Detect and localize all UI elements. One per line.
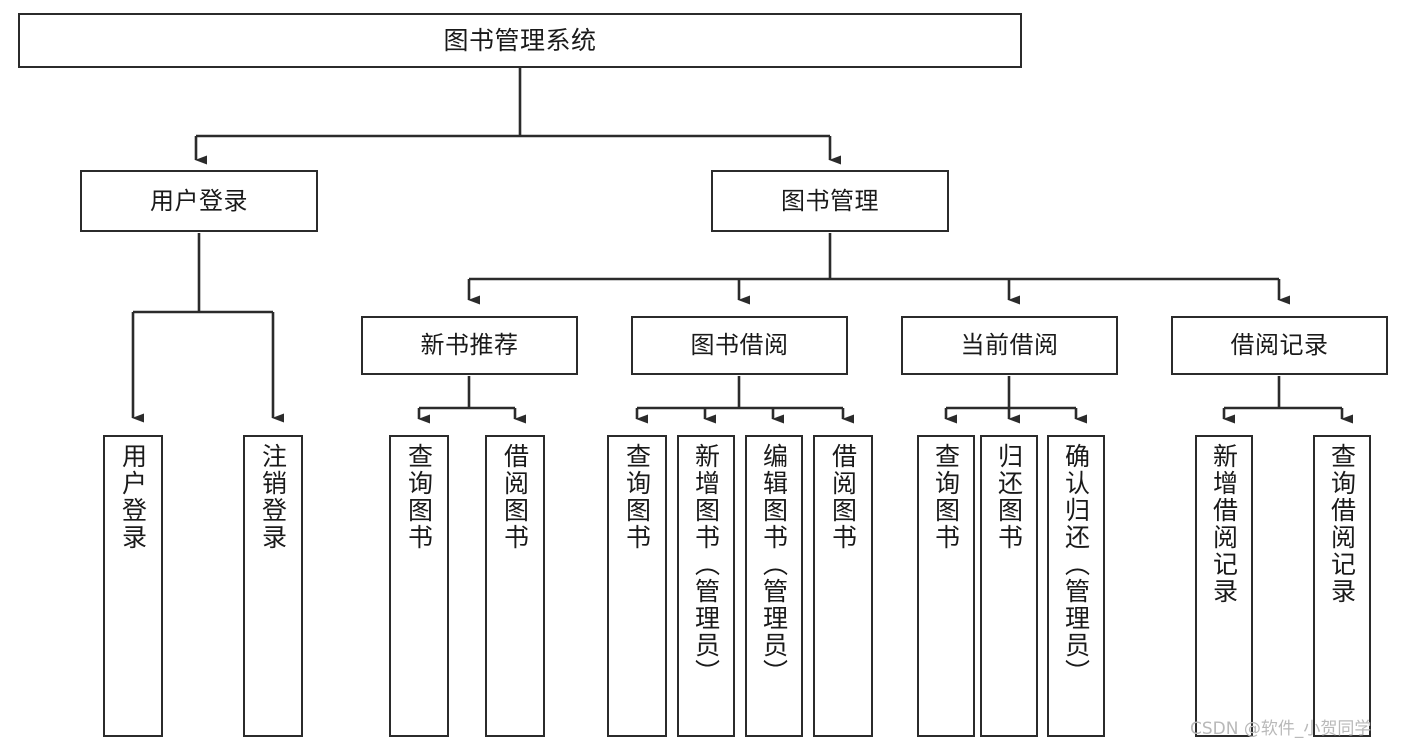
node-label: 借阅图书 bbox=[500, 443, 530, 551]
node-label: 新增图书（管理员） bbox=[691, 443, 721, 686]
node-label: 用户登录 bbox=[150, 186, 248, 215]
leaf-borrow-record-query-record[interactable]: 查询借阅记录 bbox=[1313, 435, 1371, 737]
leaf-borrow-record-add-record[interactable]: 新增借阅记录 bbox=[1195, 435, 1253, 737]
node-label: 借阅图书 bbox=[828, 443, 858, 551]
node-label: 查询借阅记录 bbox=[1327, 443, 1357, 605]
node-label: 注销登录 bbox=[258, 443, 288, 551]
node-label: 查询图书 bbox=[404, 443, 434, 551]
leaf-new-book-query-books[interactable]: 查询图书 bbox=[389, 435, 449, 737]
leaf-book-borrow-borrow-books[interactable]: 借阅图书 bbox=[813, 435, 873, 737]
node-label: 图书借阅 bbox=[690, 331, 789, 360]
node-label: 图书管理 bbox=[781, 186, 879, 215]
node-new-book-recommendation[interactable]: 新书推荐 bbox=[361, 316, 578, 375]
node-user-login[interactable]: 用户登录 bbox=[80, 170, 318, 232]
node-label: 编辑图书（管理员） bbox=[759, 443, 789, 686]
node-book-borrow[interactable]: 图书借阅 bbox=[631, 316, 848, 375]
leaf-current-borrow-confirm-return-admin[interactable]: 确认归还（管理员） bbox=[1047, 435, 1105, 737]
leaf-current-borrow-return-books[interactable]: 归还图书 bbox=[980, 435, 1038, 737]
node-label: 归还图书 bbox=[994, 443, 1024, 551]
leaf-user-login-logout[interactable]: 注销登录 bbox=[243, 435, 303, 737]
leaf-book-borrow-add-book-admin[interactable]: 新增图书（管理员） bbox=[677, 435, 735, 737]
node-label: 用户登录 bbox=[118, 443, 148, 551]
leaf-user-login-login[interactable]: 用户登录 bbox=[103, 435, 163, 737]
node-label: 图书管理系统 bbox=[443, 25, 597, 55]
leaf-new-book-borrow-books[interactable]: 借阅图书 bbox=[485, 435, 545, 737]
node-book-management[interactable]: 图书管理 bbox=[711, 170, 949, 232]
node-root-book-management-system[interactable]: 图书管理系统 bbox=[18, 13, 1022, 68]
node-label: 借阅记录 bbox=[1230, 331, 1329, 360]
node-label: 当前借阅 bbox=[960, 331, 1059, 360]
leaf-current-borrow-query-books[interactable]: 查询图书 bbox=[917, 435, 975, 737]
node-label: 新书推荐 bbox=[420, 331, 519, 360]
node-label: 确认归还（管理员） bbox=[1061, 443, 1091, 686]
leaf-book-borrow-edit-book-admin[interactable]: 编辑图书（管理员） bbox=[745, 435, 803, 737]
node-label: 查询图书 bbox=[931, 443, 961, 551]
node-borrow-record[interactable]: 借阅记录 bbox=[1171, 316, 1388, 375]
node-label: 查询图书 bbox=[622, 443, 652, 551]
node-current-borrow[interactable]: 当前借阅 bbox=[901, 316, 1118, 375]
leaf-book-borrow-query-books[interactable]: 查询图书 bbox=[607, 435, 667, 737]
node-label: 新增借阅记录 bbox=[1209, 443, 1239, 605]
